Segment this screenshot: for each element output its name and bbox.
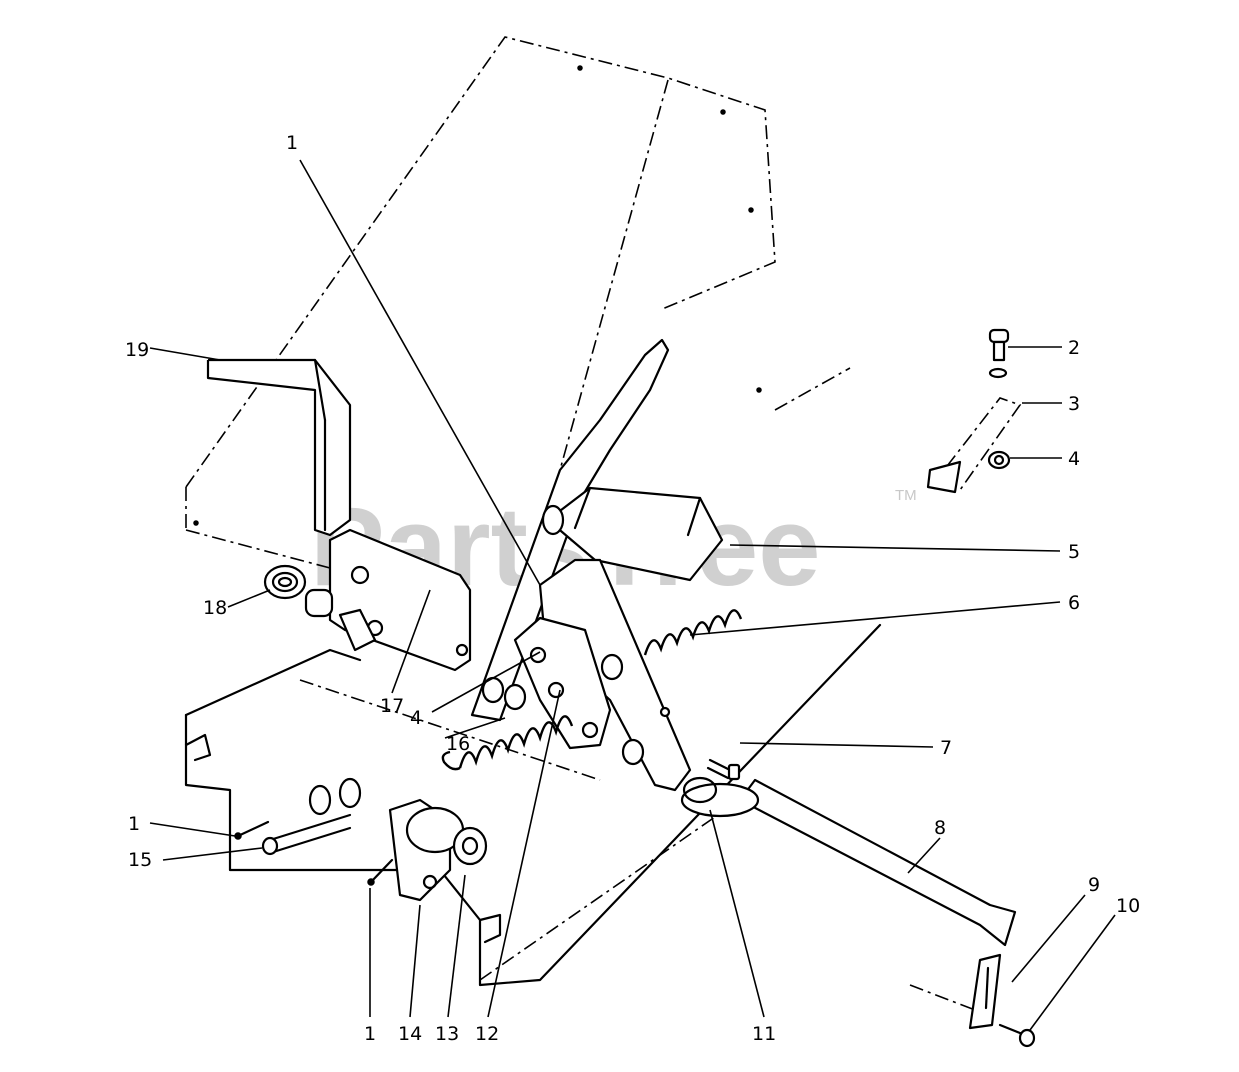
callout-10: 10 bbox=[1116, 895, 1140, 917]
callout-11: 11 bbox=[752, 1023, 776, 1045]
bolt-2 bbox=[988, 328, 1010, 379]
key-plate-9 bbox=[909, 953, 1002, 1030]
callout-8: 8 bbox=[934, 817, 946, 839]
callout-1-bottom: 1 bbox=[364, 1023, 376, 1045]
right-bracket bbox=[926, 397, 1022, 494]
spring-18 bbox=[263, 564, 307, 600]
pivot-shaft bbox=[680, 776, 1017, 947]
callout-6: 6 bbox=[1068, 592, 1080, 614]
callout-1-left: 1 bbox=[128, 813, 140, 835]
nut-4-right bbox=[987, 450, 1011, 470]
callout-9: 9 bbox=[1088, 874, 1100, 896]
callout-5: 5 bbox=[1068, 541, 1080, 563]
callout-15: 15 bbox=[128, 849, 152, 871]
shift-lever bbox=[470, 338, 724, 722]
callout-3: 3 bbox=[1068, 393, 1080, 415]
leader-lines bbox=[149, 159, 1116, 1031]
console-bracket bbox=[206, 358, 352, 537]
callout-16: 16 bbox=[446, 733, 470, 755]
callout-17: 17 bbox=[380, 695, 404, 717]
callout-19: 19 bbox=[125, 339, 149, 361]
clevis-pin bbox=[261, 813, 352, 856]
spring-upper bbox=[643, 609, 743, 656]
callout-4-right: 4 bbox=[1068, 448, 1080, 470]
dash-panel-outline bbox=[185, 36, 851, 569]
callout-13: 13 bbox=[435, 1023, 459, 1045]
bushings bbox=[304, 588, 645, 766]
callouts: 1 2 3 4 5 6 7 8 9 10 11 12 13 14 1 1 15 … bbox=[125, 132, 1140, 1045]
callout-14: 14 bbox=[398, 1023, 422, 1045]
callout-7: 7 bbox=[940, 737, 952, 759]
callout-18: 18 bbox=[203, 597, 227, 619]
link-plate bbox=[513, 616, 612, 750]
spring-lower bbox=[441, 715, 574, 771]
bolt-7 bbox=[706, 758, 741, 781]
callout-4-left: 4 bbox=[410, 707, 422, 729]
mounting-plate bbox=[328, 528, 472, 672]
callout-1-top: 1 bbox=[286, 132, 298, 154]
cotter-pin-bottom bbox=[367, 858, 394, 886]
left-pivot-bracket bbox=[308, 777, 488, 902]
callout-2: 2 bbox=[1068, 337, 1080, 359]
screw-10 bbox=[998, 1023, 1036, 1048]
cotter-pin-left bbox=[234, 820, 270, 840]
callout-12: 12 bbox=[475, 1023, 499, 1045]
watermark-trademark: TM bbox=[895, 487, 917, 504]
